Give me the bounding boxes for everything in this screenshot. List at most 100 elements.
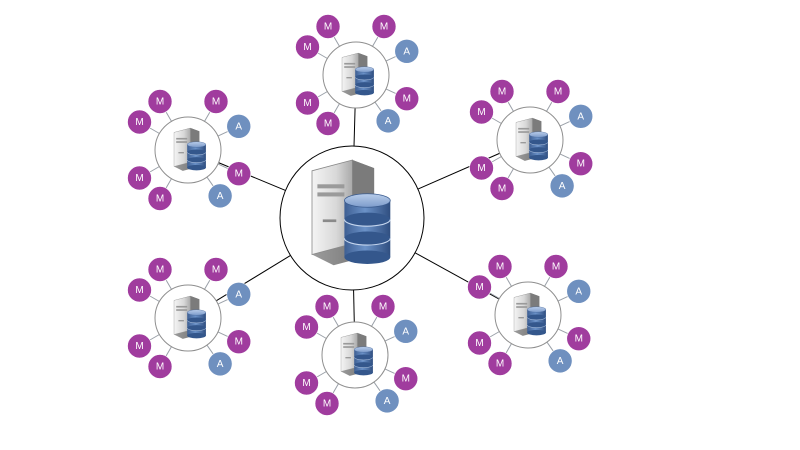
- node-m-label: M: [156, 265, 164, 276]
- node-m-label: M: [475, 338, 483, 349]
- node-m-label: M: [324, 118, 332, 129]
- node-m-circle: [314, 294, 340, 319]
- node-a-label: A: [217, 191, 224, 202]
- cluster-spoke: [317, 91, 328, 98]
- cluster-spoke: [165, 178, 172, 189]
- cluster-spoke: [333, 103, 340, 114]
- node-a-circle: [549, 173, 575, 199]
- node-m-label: M: [212, 265, 220, 276]
- node-m-circle: [203, 89, 229, 114]
- cluster-spoke: [317, 52, 328, 59]
- node-a-circle: [393, 319, 419, 344]
- node-m-label: M: [156, 361, 164, 372]
- node-m-circle: [469, 99, 494, 125]
- node-m-circle: [127, 277, 152, 303]
- node-m: M: [226, 161, 252, 186]
- node-a-label: A: [403, 46, 410, 57]
- node-m-circle: [467, 330, 492, 356]
- node-m-circle: [147, 354, 173, 379]
- node-m: M: [543, 254, 569, 279]
- node-m: M: [487, 254, 513, 279]
- node-m-circle: [543, 254, 569, 279]
- node-a: A: [374, 388, 400, 414]
- node-m-label: M: [302, 378, 310, 389]
- node-a-circle: [568, 104, 594, 129]
- node-m: M: [489, 176, 515, 201]
- node-a-circle: [207, 351, 233, 377]
- cluster-spoke: [217, 331, 229, 338]
- node-m-circle: [226, 161, 252, 186]
- node-a-circle: [375, 108, 401, 134]
- node-m-circle: [469, 155, 494, 181]
- node-m: M: [147, 354, 173, 379]
- node-a: A: [207, 183, 233, 209]
- node-m-circle: [487, 351, 513, 376]
- node-m-label: M: [403, 94, 411, 105]
- node-m-circle: [315, 111, 341, 136]
- node-a-label: A: [235, 121, 242, 132]
- cluster-spoke: [557, 328, 569, 335]
- node-m-circle: [568, 151, 594, 176]
- cluster-spoke: [204, 111, 211, 122]
- central-server-database-icon: [311, 159, 391, 266]
- node-m: M: [294, 370, 319, 396]
- node-a-circle: [226, 282, 252, 307]
- node-a-label: A: [575, 286, 582, 297]
- node-m-label: M: [496, 358, 504, 369]
- node-m: M: [489, 79, 515, 104]
- cluster-spoke: [206, 176, 214, 187]
- cluster-spoke: [206, 344, 214, 355]
- node-m-label: M: [135, 117, 143, 128]
- node-m: M: [467, 274, 492, 300]
- node-m: M: [545, 79, 571, 104]
- node-m-label: M: [235, 169, 243, 180]
- node-m-circle: [315, 14, 341, 39]
- cluster-spoke: [165, 111, 172, 122]
- node-m-circle: [147, 89, 173, 114]
- node-m: M: [394, 86, 420, 111]
- node-a: A: [375, 108, 401, 134]
- cluster-spoke: [165, 279, 172, 290]
- cluster-spoke: [559, 153, 571, 160]
- node-m-circle: [127, 165, 152, 191]
- node-m: M: [487, 351, 513, 376]
- cluster-spoke: [507, 101, 514, 112]
- node-a: A: [549, 173, 575, 199]
- cluster-spoke: [548, 166, 556, 177]
- node-m: M: [127, 333, 152, 359]
- node-a: A: [226, 114, 252, 139]
- node-m-label: M: [135, 173, 143, 184]
- node-m-label: M: [212, 97, 220, 108]
- node-m: M: [295, 90, 320, 116]
- hub-link-top: [353, 107, 356, 147]
- node-m-circle: [147, 186, 173, 211]
- node-m: M: [566, 326, 592, 351]
- node-m: M: [469, 99, 494, 125]
- central-hub: [279, 145, 425, 291]
- node-m-circle: [371, 14, 397, 39]
- node-m-label: M: [302, 322, 310, 333]
- cluster-spoke: [149, 166, 160, 173]
- node-m: M: [295, 34, 320, 60]
- node-a: A: [394, 39, 420, 64]
- cluster-spoke: [204, 279, 211, 290]
- node-m: M: [315, 111, 341, 136]
- cluster-spoke: [149, 334, 160, 341]
- node-a-circle: [207, 183, 233, 209]
- node-m-circle: [203, 257, 229, 282]
- cluster-spoke: [373, 381, 381, 392]
- cluster-spoke: [333, 36, 340, 47]
- node-m-circle: [295, 34, 320, 60]
- node-a: A: [547, 348, 573, 374]
- node-a-label: A: [217, 359, 224, 370]
- hub-link-bottom: [353, 289, 355, 323]
- node-m-circle: [467, 274, 492, 300]
- node-m-label: M: [498, 183, 506, 194]
- cluster-server-database-icon: [341, 52, 375, 96]
- cluster-spoke: [507, 168, 514, 179]
